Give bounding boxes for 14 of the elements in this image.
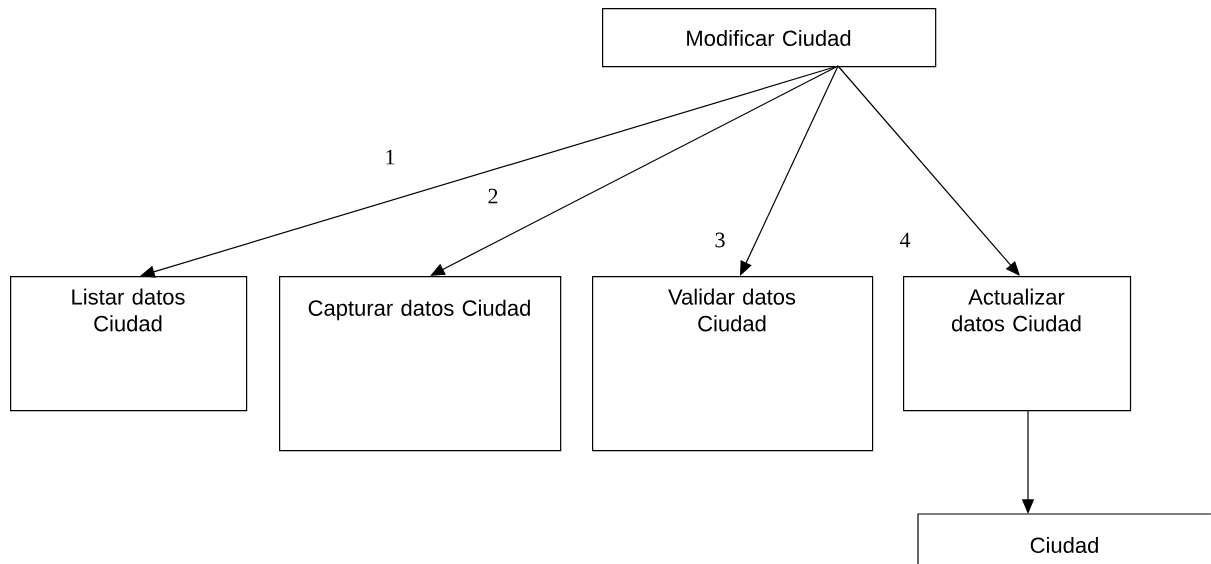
data-store: Ciudad (917, 513, 1211, 564)
process-box: Listar datos Ciudad (10, 276, 248, 412)
arrow (430, 65, 839, 276)
edge-label: 3 (715, 232, 725, 248)
process-box: Actualizar datos Ciudad (903, 276, 1132, 412)
arrow (740, 65, 839, 276)
edge-label: 1 (386, 149, 395, 165)
arrow (837, 65, 1020, 276)
process-box: Capturar datos Ciudad (279, 276, 562, 452)
arrow (140, 65, 839, 278)
process-box: Modificar Ciudad (602, 8, 937, 68)
process-box: Validar datos Ciudad (592, 276, 874, 452)
edge-label: 2 (488, 188, 498, 204)
edge-label: 4 (899, 232, 911, 248)
